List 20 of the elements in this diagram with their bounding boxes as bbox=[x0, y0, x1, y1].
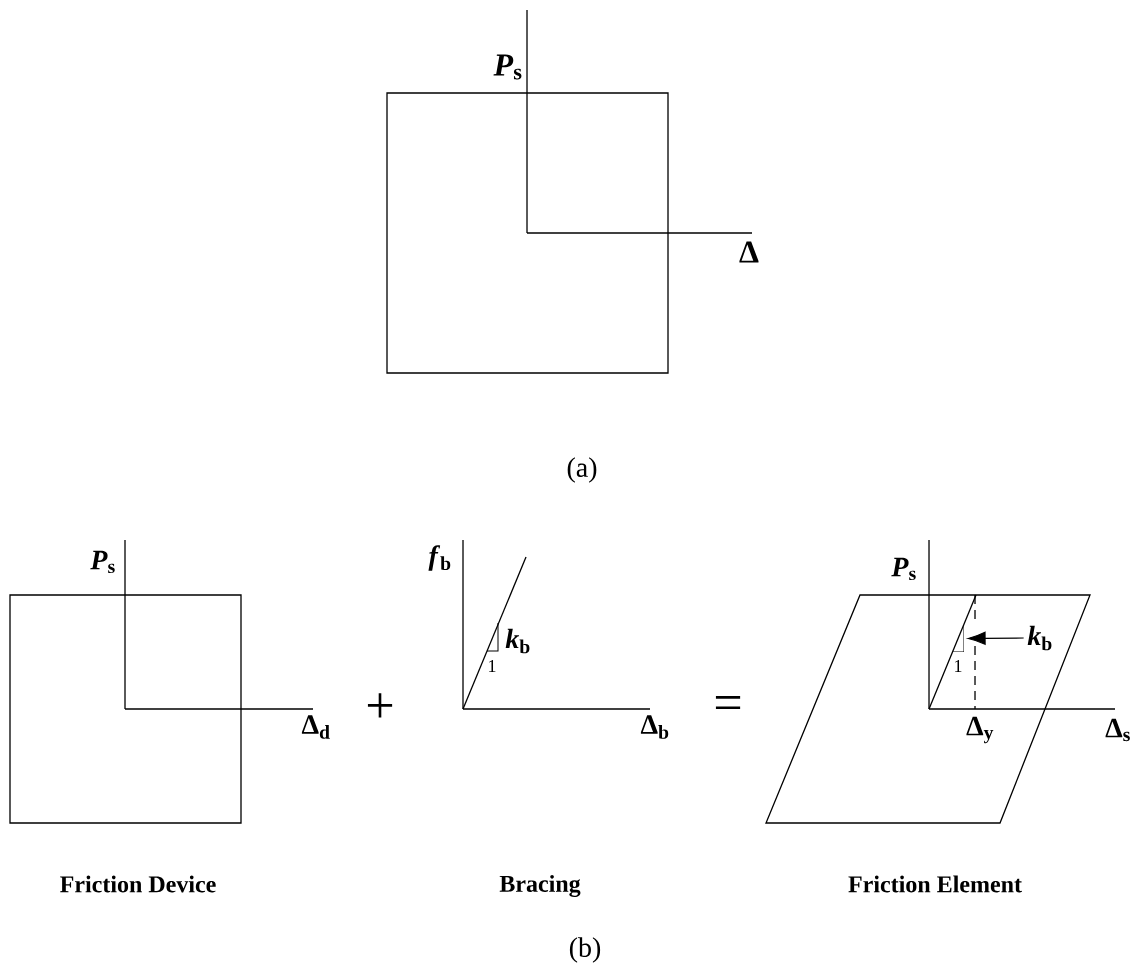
axis-label: P$_{s}$ bbox=[493, 54, 522, 80]
axis-label: Δ bbox=[739, 241, 759, 263]
panel-label: (b) bbox=[569, 937, 601, 963]
caption: Friction Device bbox=[60, 875, 216, 893]
axis-label: Δ$_{y}$ bbox=[966, 716, 994, 744]
plus-sign: + bbox=[367, 693, 393, 718]
axis-label: Δ$_{s}$ bbox=[1105, 718, 1130, 742]
panel-label: (a) bbox=[567, 457, 597, 483]
axis-label: P$_{s}$ bbox=[891, 557, 916, 581]
caption: Friction Element bbox=[848, 875, 1022, 893]
leader-arrow bbox=[967, 631, 1025, 645]
axis-label: Δ$_{d}$ bbox=[301, 715, 330, 739]
slope-label: k$_{b}$ bbox=[1027, 625, 1052, 651]
slope-number: 1 bbox=[489, 660, 496, 672]
axis-label: P$_{s}$ bbox=[90, 550, 115, 574]
equals-sign: = bbox=[715, 696, 741, 710]
axis-label: f$_{b}$ bbox=[428, 545, 451, 571]
caption: Bracing bbox=[499, 875, 581, 897]
axis-label: Δ$_{b}$ bbox=[640, 715, 669, 739]
slope-label: k$_{b}$ bbox=[505, 628, 530, 654]
